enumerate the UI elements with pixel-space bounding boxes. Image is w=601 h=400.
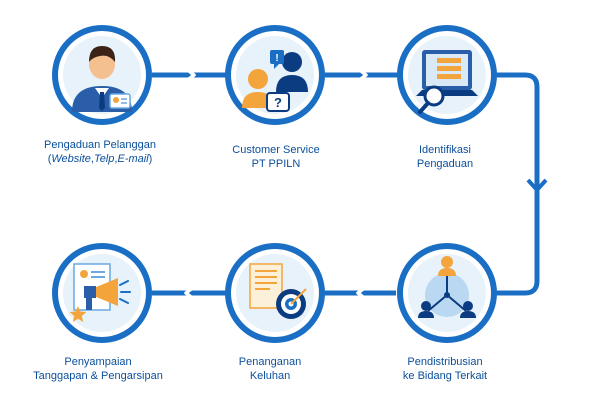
channel-website: Website (51, 153, 91, 165)
channel-telp: Telp (93, 153, 115, 165)
step-label-line: Pengaduan Pelanggan (44, 139, 156, 151)
step-channels: (Website,Telp,E-mail) (47, 153, 153, 165)
step-label-complaint-handling: Penanganan Keluhan (180, 355, 360, 383)
channel-email: E-mail (117, 153, 149, 165)
customer-service-icon: ! ? (225, 25, 325, 125)
identification-icon (397, 25, 497, 125)
connector-3-6 (496, 72, 548, 296)
svg-text:?: ? (274, 95, 282, 110)
step-label-line: Penanganan (238, 356, 302, 368)
step-label-distribution: Pendistribusian ke Bidang Terkait (355, 355, 535, 383)
response-archive-icon (52, 243, 152, 343)
distribution-icon (397, 243, 497, 343)
step-label-line: Customer Service (232, 144, 320, 156)
customer-complaint-icon (52, 25, 152, 125)
step-label-line: Penyampaian (64, 356, 132, 368)
step-label-line: PT PPILN (251, 158, 301, 170)
step-label-line: Tanggapan & Pengarsipan (33, 370, 163, 382)
complaint-handling-icon (225, 243, 325, 343)
step-label-line: Keluhan (249, 370, 291, 382)
step-label-line: Identifikasi (419, 144, 471, 156)
step-label-line: Pendistribusian (407, 356, 483, 368)
connector-5-4 (152, 283, 226, 303)
step-label-customer-service: Customer Service PT PPILN (186, 143, 366, 171)
step-label-line: ke Bidang Terkait (402, 370, 488, 382)
step-label-customer-complaint: Pengaduan Pelanggan (Website,Telp,E-mail… (10, 138, 190, 166)
connector-6-5 (324, 283, 396, 303)
svg-text:!: ! (275, 53, 278, 64)
connector-1-2 (152, 65, 226, 85)
step-label-identification: Identifikasi Pengaduan (355, 143, 535, 171)
connector-2-3 (324, 65, 398, 85)
step-label-response-archive: Penyampaian Tanggapan & Pengarsipan (8, 355, 188, 383)
step-label-line: Pengaduan (416, 158, 474, 170)
